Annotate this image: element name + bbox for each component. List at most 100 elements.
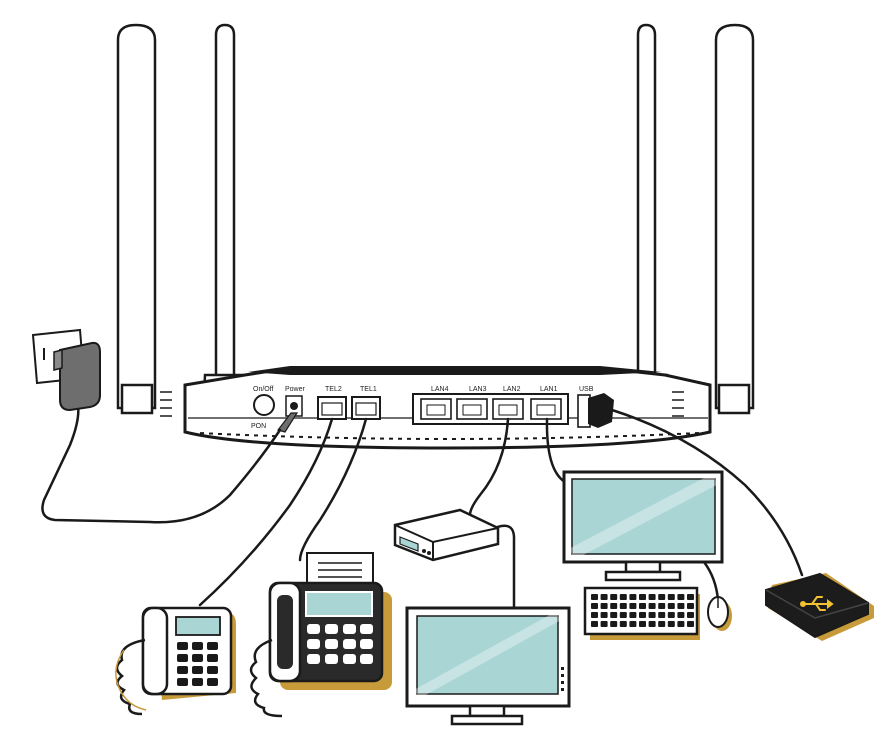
lan1-cable bbox=[545, 417, 567, 484]
keyboard-key bbox=[639, 603, 646, 609]
lan2-cable bbox=[468, 417, 510, 517]
power-button bbox=[253, 394, 275, 416]
keyboard-key bbox=[610, 594, 618, 600]
vent-dot bbox=[416, 437, 420, 440]
mouse-cord bbox=[702, 560, 720, 602]
port-lan4 bbox=[420, 398, 452, 420]
vent-dot bbox=[686, 432, 690, 435]
keyboard-key bbox=[629, 594, 637, 600]
vent-dot bbox=[254, 434, 258, 437]
keyboard-key bbox=[648, 603, 656, 609]
keyboard-key bbox=[667, 594, 675, 600]
label-tel2: TEL2 bbox=[325, 386, 342, 393]
keyboard-key bbox=[677, 612, 685, 618]
vent-dot bbox=[281, 435, 285, 438]
vent-dot bbox=[353, 437, 357, 440]
usb-drive bbox=[765, 572, 874, 641]
port-tel2 bbox=[317, 396, 347, 420]
keyboard-key bbox=[658, 621, 666, 627]
tv-monitor bbox=[405, 606, 571, 726]
keyboard-key bbox=[667, 621, 675, 627]
vent-dot bbox=[623, 435, 627, 438]
cables bbox=[41, 403, 804, 612]
port-lan2 bbox=[492, 398, 524, 420]
label-pon: PON bbox=[251, 423, 266, 430]
keyboard-key bbox=[591, 594, 598, 600]
keyboard-key bbox=[619, 594, 627, 600]
vent-dot bbox=[569, 436, 573, 439]
vent-dot bbox=[425, 437, 429, 440]
vent-dot bbox=[632, 434, 636, 437]
vent-dot bbox=[389, 437, 393, 440]
keyboard-key bbox=[600, 612, 608, 618]
vent-dot bbox=[407, 437, 411, 440]
keyboard-key bbox=[629, 612, 637, 618]
vent-dot bbox=[245, 434, 249, 437]
keyboard-key bbox=[591, 612, 598, 618]
desktop-computer bbox=[562, 470, 724, 582]
vent-dot bbox=[461, 437, 465, 440]
keyboard-key bbox=[658, 612, 666, 618]
port-lan3 bbox=[456, 398, 488, 420]
vent-dot bbox=[695, 432, 699, 435]
label-lan2: LAN2 bbox=[503, 386, 521, 393]
keyboard-key bbox=[658, 594, 666, 600]
keyboard-key bbox=[619, 603, 627, 609]
vent-dot bbox=[326, 436, 330, 439]
antenna-right-inner bbox=[623, 23, 671, 414]
vent-dot bbox=[614, 435, 618, 438]
port-lan1 bbox=[530, 398, 562, 420]
keyboard-key bbox=[677, 603, 685, 609]
keyboard-key bbox=[619, 612, 627, 618]
keyboard-key bbox=[619, 621, 627, 627]
vent-dot bbox=[434, 437, 438, 440]
vent-dot bbox=[659, 433, 663, 436]
vent-dot bbox=[506, 437, 510, 440]
vent-dot bbox=[551, 436, 555, 439]
vent-dot bbox=[452, 437, 456, 440]
vent-dot bbox=[335, 436, 339, 439]
keyboard-key bbox=[591, 621, 598, 627]
keyboard-key bbox=[648, 621, 656, 627]
vent-dot bbox=[299, 435, 303, 438]
antenna-right-outer bbox=[714, 23, 755, 415]
keyboard-key bbox=[600, 603, 608, 609]
usb-logo-icon bbox=[800, 596, 834, 611]
keyboard-key bbox=[677, 621, 685, 627]
vent-dot bbox=[605, 435, 609, 438]
vent-dot bbox=[533, 437, 537, 440]
keyboard-key bbox=[667, 612, 675, 618]
vent-dot bbox=[515, 437, 519, 440]
label-tel1: TEL1 bbox=[360, 386, 377, 393]
keyboard-key bbox=[648, 594, 656, 600]
vent-dot bbox=[344, 436, 348, 439]
label-lan1: LAN1 bbox=[540, 386, 558, 393]
keyboard-key bbox=[610, 621, 618, 627]
vent-dot bbox=[290, 435, 294, 438]
antenna-left-outer bbox=[116, 23, 157, 415]
bottom-vent-dots bbox=[200, 432, 699, 440]
telephone-white bbox=[115, 606, 236, 716]
vent-dot bbox=[263, 434, 267, 437]
vent-dot bbox=[470, 437, 474, 440]
vent-dot bbox=[641, 434, 645, 437]
keyboard-key bbox=[600, 621, 608, 627]
vent-dot bbox=[650, 434, 654, 437]
tel1-cable bbox=[298, 417, 368, 562]
keyboard-key bbox=[591, 603, 598, 609]
keyboard-key bbox=[648, 612, 656, 618]
label-usb: USB bbox=[579, 386, 594, 393]
keyboard-key bbox=[600, 594, 608, 600]
vent-dot bbox=[227, 433, 231, 436]
keyboard-key bbox=[629, 603, 637, 609]
power-adapter-icon bbox=[53, 341, 101, 412]
vent-dot bbox=[272, 435, 276, 438]
vent-dot bbox=[443, 437, 447, 440]
vent-dot bbox=[236, 433, 240, 436]
vent-dot bbox=[587, 436, 591, 439]
keyboard-key bbox=[639, 621, 646, 627]
vent-dot bbox=[218, 432, 222, 435]
label-power: Power bbox=[285, 386, 306, 393]
vent-dot bbox=[524, 437, 528, 440]
